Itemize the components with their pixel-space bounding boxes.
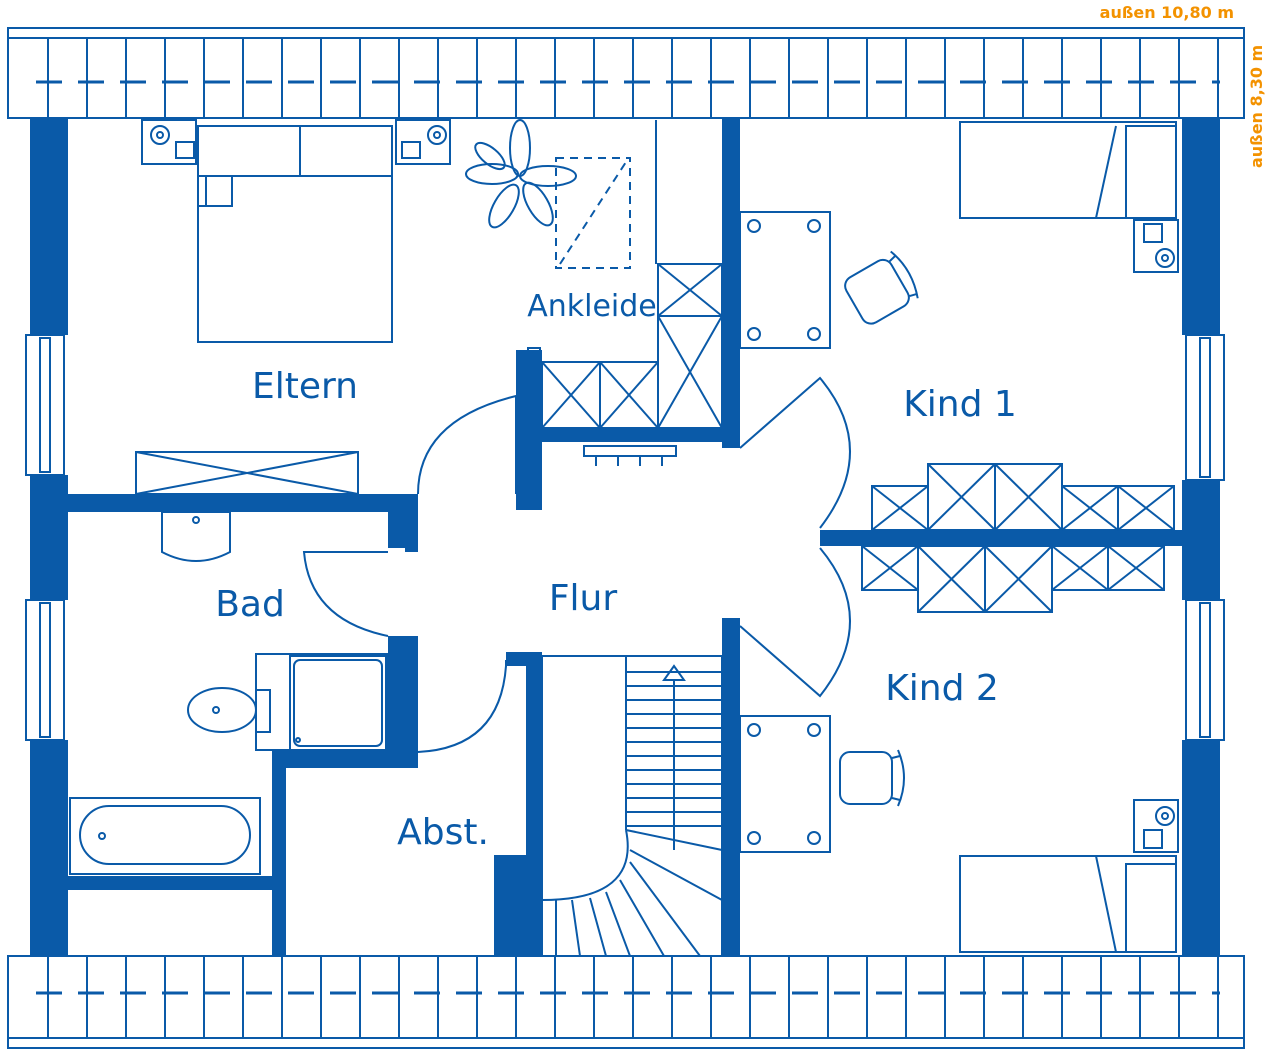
roof-bottom (7, 955, 1245, 1049)
dimension-depth: außen 8,30 m (1247, 45, 1266, 168)
bed-kind2 (959, 855, 1177, 953)
room-labels: Eltern Ankleide Kind 1 Kind 2 Bad Flur A… (215, 289, 1017, 853)
doors (302, 376, 851, 753)
room-label-flur: Flur (549, 578, 618, 619)
chair-kind1 (844, 250, 919, 325)
room-label-eltern: Eltern (252, 366, 358, 407)
roof-top (7, 27, 1245, 119)
desk-kind1 (739, 211, 831, 349)
nightstand-left (141, 119, 197, 165)
stair-step (629, 849, 723, 901)
nightstand-kind1 (1133, 219, 1179, 273)
stair-step (629, 861, 701, 957)
stair-step (619, 879, 665, 957)
radiator-flur (583, 445, 677, 466)
dimension-width: außen 10,80 m (1100, 3, 1234, 22)
stair-step (589, 897, 607, 957)
dresser-eltern (135, 451, 359, 495)
wardrobe-kind1 (871, 463, 1175, 531)
room-label-bad: Bad (215, 584, 285, 625)
nightstand-right (395, 119, 451, 165)
nightstand-kind2 (1133, 799, 1179, 853)
room-label-kind2: Kind 2 (885, 668, 999, 709)
sink (161, 511, 231, 562)
shower (255, 653, 389, 751)
wardrobe-ankleide (527, 120, 723, 429)
toilet (187, 687, 271, 733)
desk-kind2 (739, 715, 831, 853)
room-label-ankleide: Ankleide (527, 289, 657, 324)
walls (30, 118, 1220, 956)
bed-double (197, 125, 393, 343)
room-label-abst: Abst. (397, 812, 489, 853)
plant-icon (465, 119, 577, 229)
room-label-kind1: Kind 1 (903, 384, 1017, 425)
staircase (541, 655, 723, 957)
skylight (555, 157, 631, 269)
stair-step (605, 891, 631, 957)
chair-kind2 (839, 749, 905, 807)
stair-step (571, 899, 581, 957)
bed-kind1 (959, 121, 1177, 219)
wardrobe-kind2 (861, 545, 1165, 613)
bathtub (69, 797, 261, 875)
windows (25, 334, 1225, 741)
